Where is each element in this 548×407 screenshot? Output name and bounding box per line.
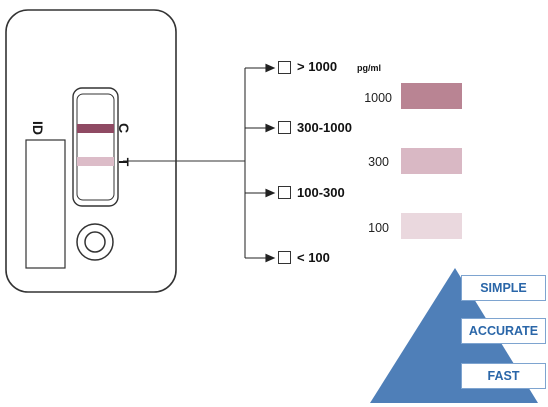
feature-badge-accurate: ACCURATE xyxy=(461,318,546,344)
feature-badge-fast: FAST xyxy=(461,363,546,389)
swatch-value-100: 100 xyxy=(368,221,389,235)
bin-checkbox-100-300[interactable] xyxy=(278,186,291,199)
bin-label-gt1000: > 1000 xyxy=(297,59,338,74)
strip-inner xyxy=(76,93,115,201)
control-label: C xyxy=(116,122,132,134)
arrow-group xyxy=(245,63,276,263)
bin-label-100-300: 100-300 xyxy=(297,185,345,200)
swatch-1000 xyxy=(401,83,462,109)
bin-checkbox-300-1000[interactable] xyxy=(278,121,291,134)
bin-checkbox-lt100[interactable] xyxy=(278,251,291,264)
swatch-value-300: 300 xyxy=(368,155,389,169)
control-line xyxy=(77,124,114,133)
bin-label-300-1000: 300-1000 xyxy=(297,120,352,135)
bin-label-lt100: < 100 xyxy=(297,250,330,265)
bin-checkbox-gt1000[interactable] xyxy=(278,61,291,74)
test-line xyxy=(77,157,114,166)
id-window xyxy=(25,139,66,269)
test-label: T xyxy=(116,157,132,167)
sample-well-inner xyxy=(84,231,106,253)
unit-label: pg/ml xyxy=(357,63,381,73)
feature-badge-simple: SIMPLE xyxy=(461,275,546,301)
swatch-300 xyxy=(401,148,462,174)
swatch-value-1000: 1000 xyxy=(364,91,392,105)
swatch-100 xyxy=(401,213,462,239)
id-label: ID xyxy=(30,121,46,135)
